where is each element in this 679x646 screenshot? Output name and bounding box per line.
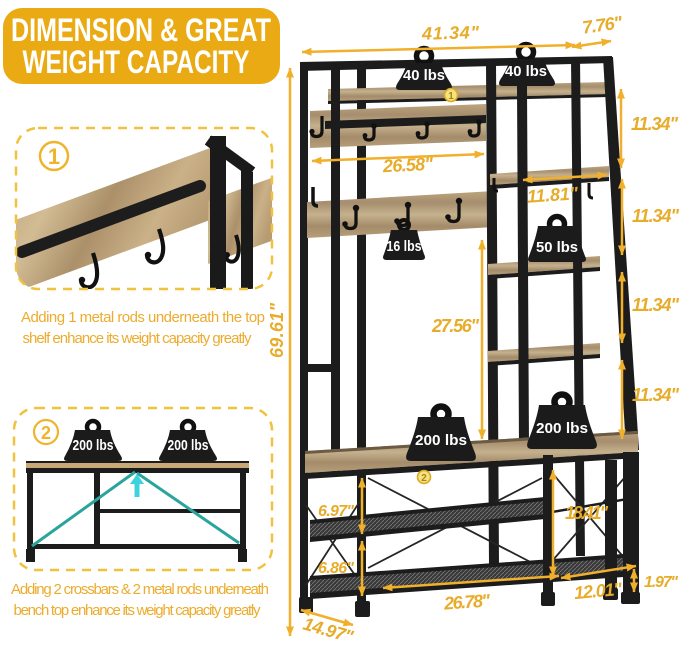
svg-text:WEIGHT CAPACITY: WEIGHT CAPACITY bbox=[23, 44, 250, 80]
svg-text:DIMENSION & GREAT: DIMENSION & GREAT bbox=[11, 12, 271, 48]
svg-text:40 lbs: 40 lbs bbox=[505, 63, 547, 80]
svg-text:7.76": 7.76" bbox=[581, 12, 624, 37]
svg-text:11.81": 11.81" bbox=[526, 183, 579, 207]
svg-text:bench top enhance its weight c: bench top enhance its weight capacity gr… bbox=[14, 602, 262, 619]
svg-text:26.78": 26.78" bbox=[442, 590, 491, 613]
svg-text:1: 1 bbox=[48, 144, 60, 169]
svg-text:shelf enhance its weight capac: shelf enhance its weight capacity greatl… bbox=[23, 330, 253, 347]
svg-text:69.61": 69.61" bbox=[267, 303, 287, 358]
svg-text:Adding 2 crossbars & 2 metal r: Adding 2 crossbars & 2 metal rods undern… bbox=[11, 581, 269, 598]
svg-text:41.34": 41.34" bbox=[421, 22, 480, 44]
svg-text:50 lbs: 50 lbs bbox=[536, 239, 578, 256]
svg-text:11.34": 11.34" bbox=[632, 206, 679, 226]
svg-text:200 lbs: 200 lbs bbox=[168, 437, 209, 454]
svg-text:27.56": 27.56" bbox=[431, 316, 479, 336]
svg-text:18.41": 18.41" bbox=[565, 503, 608, 523]
svg-text:6.86": 6.86" bbox=[318, 560, 354, 577]
svg-text:26.58": 26.58" bbox=[381, 154, 433, 177]
svg-text:1: 1 bbox=[448, 91, 454, 102]
svg-text:16 lbs: 16 lbs bbox=[387, 238, 422, 255]
svg-text:200 lbs: 200 lbs bbox=[536, 420, 588, 437]
svg-text:40 lbs: 40 lbs bbox=[403, 67, 445, 84]
svg-text:11.34": 11.34" bbox=[632, 295, 679, 315]
svg-text:12.01": 12.01" bbox=[573, 579, 623, 603]
svg-text:11.34": 11.34" bbox=[631, 114, 678, 134]
svg-text:2: 2 bbox=[421, 473, 427, 484]
svg-text:11.34": 11.34" bbox=[632, 385, 679, 405]
svg-text:2: 2 bbox=[41, 423, 51, 443]
svg-text:200 lbs: 200 lbs bbox=[415, 432, 467, 449]
svg-text:1.97": 1.97" bbox=[644, 574, 678, 591]
svg-text:6.97": 6.97" bbox=[318, 503, 354, 520]
svg-text:Adding 1 metal rods underneath: Adding 1 metal rods underneath the top bbox=[21, 309, 265, 326]
svg-text:200 lbs: 200 lbs bbox=[73, 437, 114, 454]
